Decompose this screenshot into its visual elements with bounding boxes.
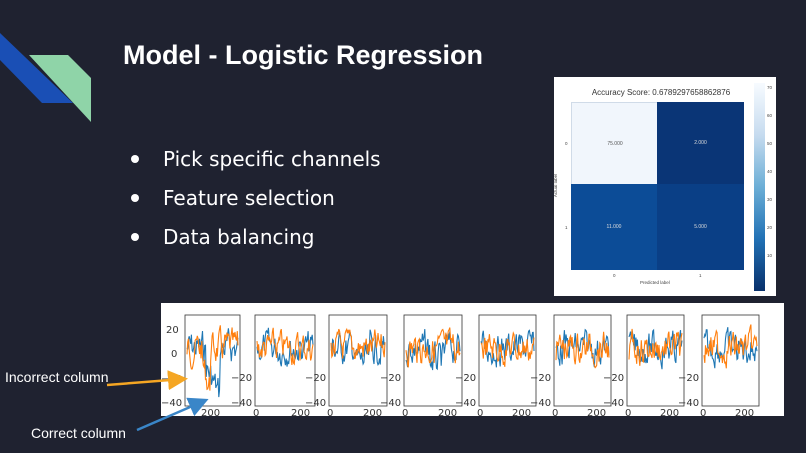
orange-series-line <box>256 327 314 366</box>
orange-series-line <box>405 327 461 368</box>
blue-series-line <box>256 327 314 367</box>
cm-colorbar-tick: 40 <box>767 169 773 174</box>
cm-colorbar-tick: 20 <box>767 225 773 230</box>
y-tick: −20 <box>530 373 551 384</box>
cm-cell-tl: 75.000 <box>571 102 659 186</box>
y-tick: −20 <box>305 373 326 384</box>
cm-xtick: 1 <box>699 273 702 278</box>
deco-green-shape <box>29 55 91 122</box>
y-tick: −20 <box>455 373 476 384</box>
y-tick: −20 <box>231 373 252 384</box>
cm-cell-bl: 11.000 <box>571 184 657 270</box>
x-tick: 0 <box>253 408 259 416</box>
cm-xtick: 0 <box>613 273 616 278</box>
x-tick: 200 <box>587 408 606 416</box>
y-tick: −40 <box>603 398 624 409</box>
deco-blue-shape <box>0 33 73 103</box>
subplot-frame <box>254 314 316 407</box>
y-tick: 0 <box>171 349 177 360</box>
x-tick: 0 <box>700 408 706 416</box>
y-tick: −40 <box>530 398 551 409</box>
correct-column-label: Correct column <box>31 425 126 441</box>
orange-series-line <box>330 327 386 360</box>
cm-ytick: 0 <box>565 141 568 146</box>
cm-colorbar-tick: 50 <box>767 141 773 146</box>
corner-decoration <box>0 33 91 122</box>
cm-cell-value: 5.000 <box>694 224 707 230</box>
x-tick: 0 <box>552 408 558 416</box>
x-tick: 200 <box>363 408 382 416</box>
cm-title: Accuracy Score: 0.6789297658862876 <box>591 88 731 97</box>
x-tick: 0 <box>402 408 408 416</box>
cm-cell-value: 11.000 <box>606 224 622 230</box>
blue-series-line <box>405 329 461 371</box>
bullet-dot <box>131 233 139 241</box>
y-tick: 20 <box>166 325 179 336</box>
bullet-dot <box>131 194 139 202</box>
cm-ytick: 1 <box>565 225 568 230</box>
x-tick: 200 <box>438 408 457 416</box>
cm-colorbar-tick: 30 <box>767 197 773 202</box>
x-tick: 200 <box>735 408 754 416</box>
orange-series-line <box>628 328 683 366</box>
subplot-frame <box>403 314 463 407</box>
cm-cell-value: 75.000 <box>607 141 623 147</box>
x-tick: 0 <box>625 408 631 416</box>
orange-series-line <box>703 324 758 369</box>
subplot-frame <box>184 314 241 407</box>
y-tick: −20 <box>603 373 624 384</box>
y-tick: −20 <box>380 373 401 384</box>
cm-colorbar-tick: 60 <box>767 113 773 118</box>
bullet-item: Data balancing <box>128 222 381 261</box>
cm-colorbar <box>754 83 765 291</box>
orange-series-line <box>480 331 535 367</box>
orange-series-line <box>555 331 610 369</box>
y-tick: −40 <box>678 398 699 409</box>
x-tick: 0 <box>327 408 333 416</box>
subplot-frame <box>328 314 388 407</box>
confusion-matrix: Accuracy Score: 0.6789297658862876 75.00… <box>553 77 776 296</box>
bullet-dot <box>131 155 139 163</box>
bullet-item: Feature selection <box>128 183 381 222</box>
blue-series-line <box>555 328 610 368</box>
subplot-frame <box>478 314 537 407</box>
cm-ylabel: Actual label <box>553 173 559 198</box>
blue-series-line <box>480 329 535 368</box>
bullet-text: Data balancing <box>163 225 315 249</box>
x-tick: 200 <box>201 408 220 416</box>
y-tick: −20 <box>678 373 699 384</box>
bullet-text: Pick specific channels <box>163 147 381 171</box>
slide-title: Model - Logistic Regression <box>123 40 484 70</box>
x-tick: 200 <box>512 408 531 416</box>
cm-cell-tr: 2.000 <box>657 102 744 184</box>
incorrect-column-label: Incorrect column <box>5 369 109 385</box>
x-tick: 200 <box>291 408 310 416</box>
blue-series-line <box>703 327 758 369</box>
cm-xlabel: Predicted label <box>640 280 670 285</box>
subplot-frame <box>701 314 760 407</box>
bullet-list: Pick specific channels Feature selection… <box>128 144 381 261</box>
y-tick: −40 <box>380 398 401 409</box>
bullet-item: Pick specific channels <box>128 144 381 183</box>
orange-series-line <box>186 325 239 391</box>
cm-colorbar-tick: 70 <box>767 85 773 90</box>
y-tick: −40 <box>305 398 326 409</box>
cm-cell-value: 2.000 <box>694 140 707 146</box>
y-tick: −40 <box>455 398 476 409</box>
subplot-frame <box>626 314 685 407</box>
y-tick: −40 <box>231 398 252 409</box>
bullet-text: Feature selection <box>163 186 335 210</box>
x-tick: 200 <box>660 408 679 416</box>
subplot-frame <box>553 314 612 407</box>
cm-colorbar-tick: 10 <box>767 253 773 258</box>
y-tick: −40 <box>161 398 182 409</box>
x-tick: 0 <box>477 408 483 416</box>
cm-cell-br: 5.000 <box>657 184 744 270</box>
y-tick: −20 <box>161 374 182 385</box>
